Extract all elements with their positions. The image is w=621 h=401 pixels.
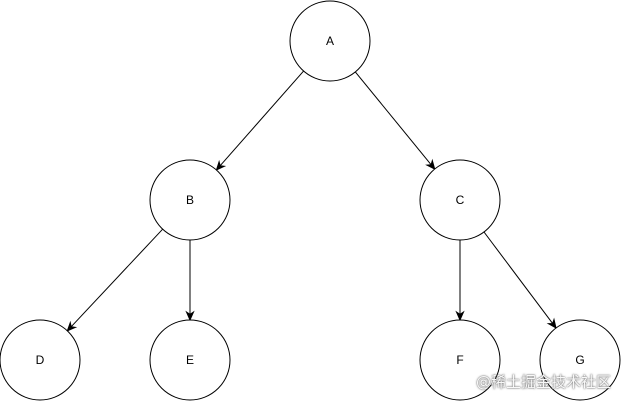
node-circle bbox=[149, 159, 231, 241]
node-circle bbox=[419, 319, 501, 401]
watermark-text: @稀土掘金技术社区 bbox=[475, 373, 611, 391]
arrowhead-icon bbox=[425, 158, 436, 170]
node-e: E bbox=[149, 319, 231, 401]
node-label: G bbox=[575, 353, 584, 367]
edge-c-f bbox=[455, 240, 465, 322]
node-a: A bbox=[289, 0, 371, 82]
node-circle bbox=[539, 319, 621, 401]
edge-b-d bbox=[66, 228, 164, 332]
edges-layer bbox=[66, 70, 557, 332]
edge-line bbox=[220, 70, 304, 166]
edge-line bbox=[354, 71, 432, 165]
node-circle bbox=[419, 159, 501, 241]
node-g: G bbox=[539, 319, 621, 401]
edge-a-b bbox=[215, 70, 304, 171]
node-circle bbox=[0, 319, 81, 401]
node-label: E bbox=[186, 353, 194, 367]
arrowhead-icon bbox=[185, 310, 195, 322]
node-label: C bbox=[456, 193, 465, 207]
node-label: F bbox=[456, 353, 463, 367]
node-circle bbox=[149, 319, 231, 401]
node-c: C bbox=[419, 159, 501, 241]
arrowhead-icon bbox=[546, 317, 557, 329]
node-label: B bbox=[186, 193, 194, 207]
edge-c-g bbox=[483, 231, 557, 329]
node-b: B bbox=[149, 159, 231, 241]
arrowhead-icon bbox=[455, 310, 465, 322]
edge-a-c bbox=[354, 71, 436, 170]
node-label: D bbox=[36, 353, 45, 367]
node-circle bbox=[289, 0, 371, 82]
node-f: F bbox=[419, 319, 501, 401]
arrowhead-icon bbox=[66, 320, 78, 332]
node-d: D bbox=[0, 319, 81, 401]
edge-line bbox=[483, 231, 553, 324]
edge-b-e bbox=[185, 240, 195, 322]
edge-line bbox=[71, 228, 164, 327]
arrowhead-icon bbox=[215, 159, 227, 171]
node-label: A bbox=[326, 34, 334, 48]
